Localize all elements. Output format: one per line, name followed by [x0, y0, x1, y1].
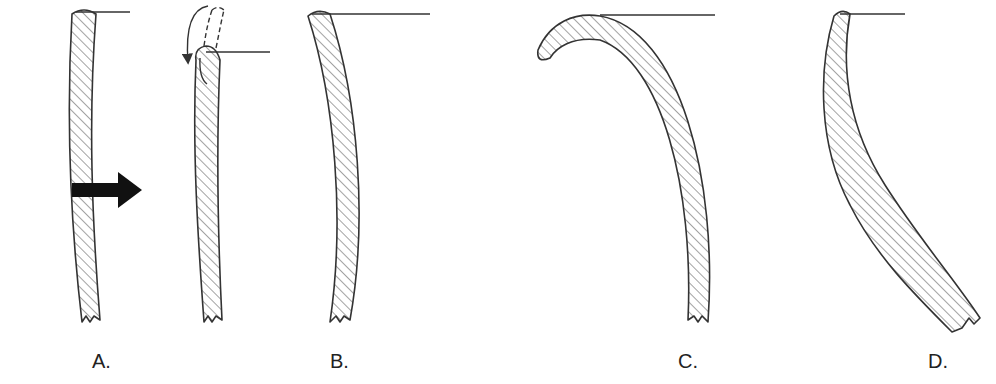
- figure-letter: C.: [678, 350, 698, 373]
- figure-letter: B.: [330, 350, 349, 373]
- figure-letter: A.: [92, 350, 111, 373]
- figure-letter: D.: [928, 350, 948, 373]
